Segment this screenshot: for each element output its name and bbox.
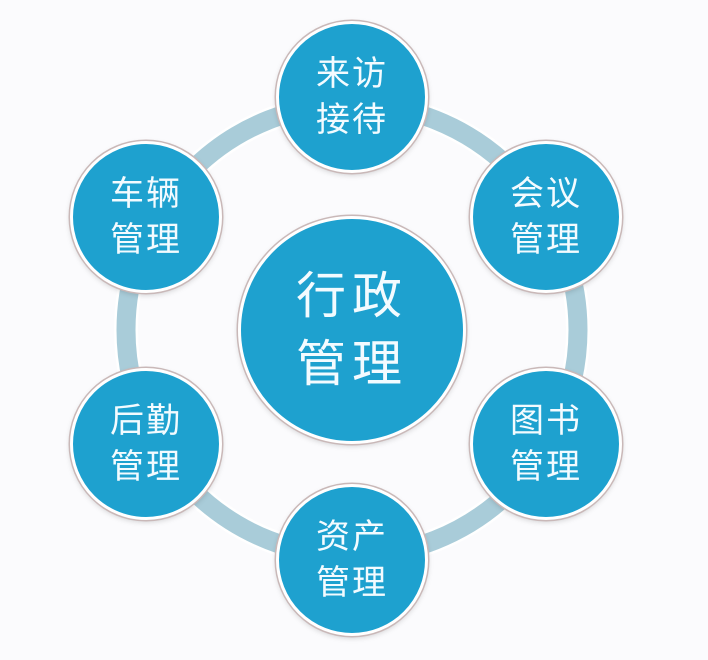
node-library-management: 图书 管理 bbox=[470, 368, 622, 520]
center-node-administrative-management: 行政 管理 bbox=[238, 216, 466, 444]
node-logistics-management: 后勤 管理 bbox=[70, 368, 222, 520]
node-label-line1: 会议 bbox=[510, 174, 582, 214]
node-visitor-reception: 来访 接待 bbox=[276, 21, 428, 173]
node-label-line2: 管理 bbox=[110, 220, 182, 260]
node-label-line1: 车辆 bbox=[110, 174, 182, 214]
node-label-line2: 管理 bbox=[316, 563, 388, 603]
node-asset-management: 资产 管理 bbox=[276, 484, 428, 636]
node-label-line2: 管理 bbox=[110, 447, 182, 487]
node-vehicle-management: 车辆 管理 bbox=[70, 141, 222, 293]
node-label-line1: 后勤 bbox=[110, 401, 182, 441]
node-label-line1: 图书 bbox=[510, 401, 582, 441]
node-label-line1: 资产 bbox=[316, 517, 388, 557]
node-label-line1: 来访 bbox=[316, 54, 388, 94]
center-label-line1: 行政 bbox=[296, 267, 408, 325]
node-label-line2: 接待 bbox=[316, 100, 388, 140]
node-label-line2: 管理 bbox=[510, 220, 582, 260]
node-meeting-management: 会议 管理 bbox=[470, 141, 622, 293]
center-label-line2: 管理 bbox=[296, 335, 408, 393]
node-label-line2: 管理 bbox=[510, 447, 582, 487]
